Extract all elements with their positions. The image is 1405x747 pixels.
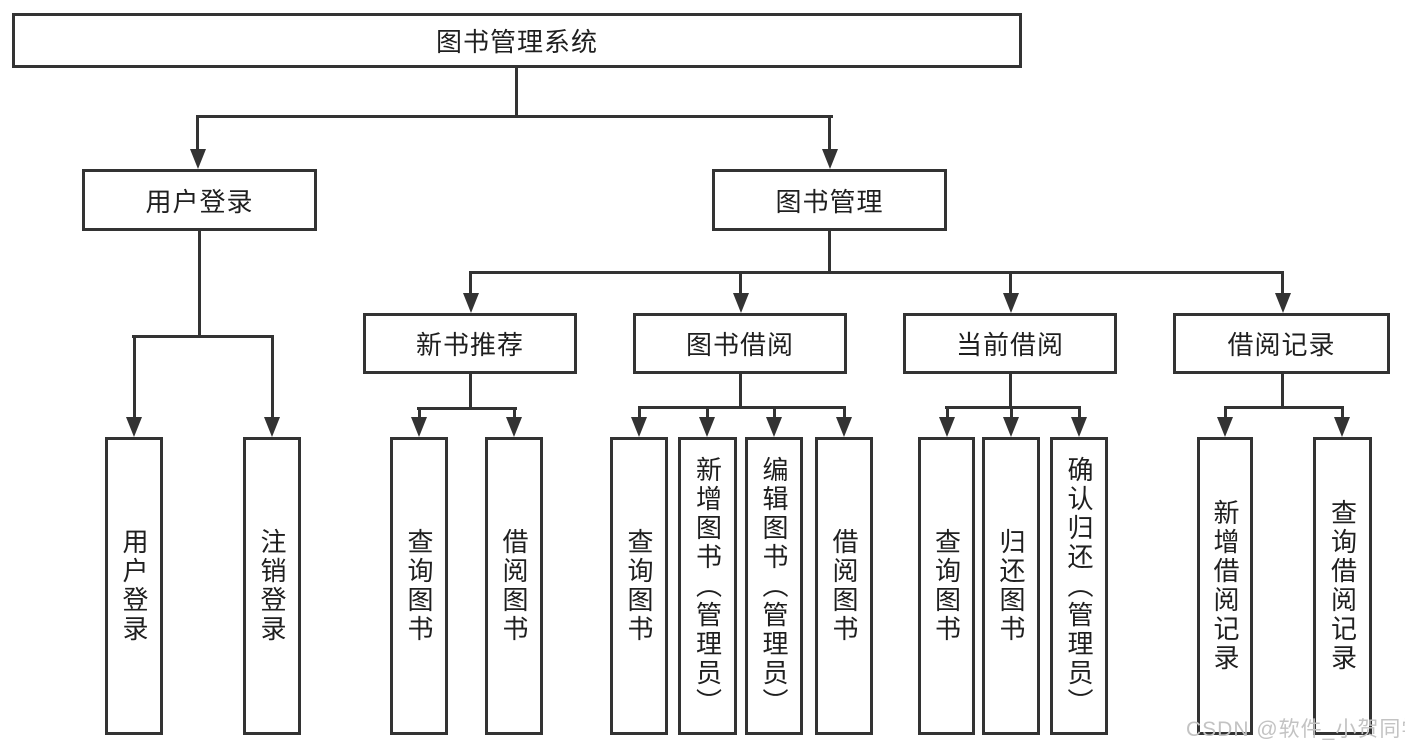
connector-line <box>828 231 831 274</box>
arrow-down-icon <box>1003 293 1019 313</box>
node-label: 查询图书 <box>624 528 654 644</box>
node-label: 用户登录 <box>119 528 149 644</box>
arrow-down-icon <box>699 417 715 437</box>
arrow-down-icon <box>506 417 522 437</box>
connector-line <box>513 407 516 421</box>
arrow-down-icon <box>836 417 852 437</box>
connector-line <box>418 407 421 421</box>
node-label: 新增图书（管理员） <box>692 455 723 717</box>
leaf-node-edit-books-admin: 编辑图书（管理员） <box>745 437 803 735</box>
node-label: 用户登录 <box>145 186 254 217</box>
arrow-down-icon <box>1275 293 1291 313</box>
arrow-down-icon <box>1217 417 1233 437</box>
node-borrow-records: 借阅记录 <box>1173 313 1390 374</box>
connector-line <box>417 407 517 410</box>
connector-line <box>773 406 776 421</box>
node-book-borrow: 图书借阅 <box>633 313 847 374</box>
connector-line <box>1009 271 1012 297</box>
leaf-node-query-books: 查询图书 <box>918 437 975 735</box>
node-label: 当前借阅 <box>955 330 1064 360</box>
connector-line <box>469 271 472 297</box>
connector-line <box>196 115 199 153</box>
connector-line <box>1078 406 1081 421</box>
connector-line <box>132 335 274 338</box>
node-label: 查询图书 <box>931 528 962 644</box>
node-label: 新书推荐 <box>415 330 524 360</box>
node-label: 图书管理系统 <box>435 27 598 57</box>
node-label: 图书管理 <box>775 186 884 217</box>
connector-line <box>133 335 136 421</box>
connector-line <box>739 374 742 408</box>
connector-line <box>1281 374 1284 408</box>
node-label: 新增借阅记录 <box>1210 499 1240 673</box>
node-label: 注销登录 <box>257 528 287 644</box>
connector-line <box>638 406 641 421</box>
connector-line <box>198 231 201 338</box>
arrow-down-icon <box>190 149 206 169</box>
node-label: 确认归还（管理员） <box>1064 455 1094 717</box>
arrow-down-icon <box>1334 417 1350 437</box>
connector-line <box>946 406 949 421</box>
arrow-down-icon <box>1071 417 1087 437</box>
connector-line <box>1010 406 1013 421</box>
arrow-down-icon <box>939 417 955 437</box>
node-label: 借阅记录 <box>1227 330 1336 360</box>
connector-line <box>828 115 831 153</box>
node-book-management: 图书管理 <box>712 169 947 231</box>
node-label: 归还图书 <box>996 528 1026 644</box>
leaf-node-add-borrow-record: 新增借阅记录 <box>1197 437 1253 735</box>
arrow-down-icon <box>1003 417 1019 437</box>
connector-line <box>515 68 518 118</box>
arrow-down-icon <box>766 417 782 437</box>
leaf-node-query-books: 查询图书 <box>390 437 448 735</box>
connector-line <box>1009 374 1012 408</box>
connector-line <box>739 271 742 297</box>
connector-line <box>638 406 846 409</box>
node-label: 查询图书 <box>404 528 434 644</box>
connector-line <box>1224 406 1227 421</box>
connector-line <box>469 374 472 410</box>
arrow-down-icon <box>733 293 749 313</box>
node-label: 编辑图书（管理员） <box>759 455 789 717</box>
arrow-down-icon <box>126 417 142 437</box>
leaf-node-return-books: 归还图书 <box>982 437 1040 735</box>
leaf-node-add-books-admin: 新增图书（管理员） <box>678 437 737 735</box>
connector-line <box>843 406 846 421</box>
node-label: 借阅图书 <box>499 528 529 644</box>
leaf-node-query-borrow-record: 查询借阅记录 <box>1313 437 1372 735</box>
arrow-down-icon <box>631 417 647 437</box>
connector-line <box>1341 406 1344 421</box>
connector-line <box>945 406 1081 409</box>
connector-line <box>469 271 1284 274</box>
connector-line <box>1281 271 1284 297</box>
leaf-node-user-login: 用户登录 <box>105 437 163 735</box>
arrow-down-icon <box>822 149 838 169</box>
leaf-node-confirm-return-admin: 确认归还（管理员） <box>1050 437 1108 735</box>
node-new-book-recommend: 新书推荐 <box>363 313 577 374</box>
node-library-system: 图书管理系统 <box>12 13 1022 68</box>
node-label: 借阅图书 <box>829 528 859 644</box>
connector-line <box>1224 406 1343 409</box>
node-label: 图书借阅 <box>685 330 794 360</box>
arrow-down-icon <box>264 417 280 437</box>
leaf-node-borrow-books: 借阅图书 <box>815 437 873 735</box>
node-label: 查询借阅记录 <box>1327 499 1358 673</box>
watermark: CSDN @软件_小贺同学 <box>1186 718 1405 741</box>
leaf-node-borrow-books: 借阅图书 <box>485 437 543 735</box>
connector-line <box>196 115 833 118</box>
connector-line <box>706 406 709 421</box>
leaf-node-query-books: 查询图书 <box>610 437 668 735</box>
leaf-node-logout: 注销登录 <box>243 437 301 735</box>
node-user-login: 用户登录 <box>82 169 317 231</box>
node-current-borrow: 当前借阅 <box>903 313 1117 374</box>
arrow-down-icon <box>463 293 479 313</box>
arrow-down-icon <box>411 417 427 437</box>
connector-line <box>271 335 274 421</box>
